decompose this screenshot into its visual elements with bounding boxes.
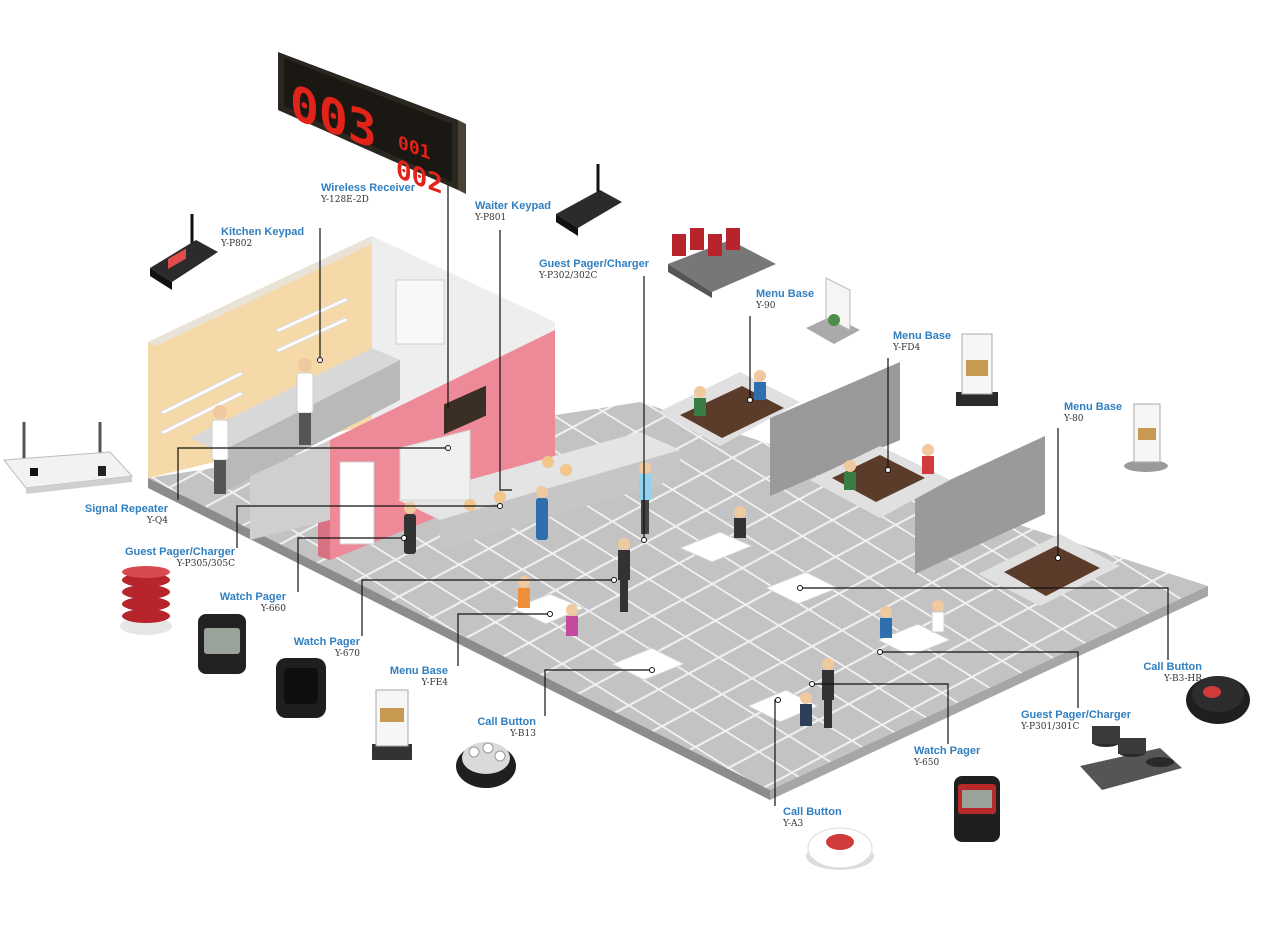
label-model: Y-660 <box>260 603 286 614</box>
guest-pager-charger-top-device <box>668 228 776 298</box>
label-model: Y-P801 <box>475 212 507 223</box>
label-watch-pager-660: Watch Pager Y-660 <box>220 591 286 614</box>
label-name: Guest Pager/Charger <box>539 258 650 270</box>
room-partitions <box>770 362 1045 574</box>
label-model: Y-P302/302C <box>539 270 598 281</box>
label-waiter-keypad: Waiter Keypad Y-P801 <box>475 200 551 223</box>
label-model: Y-FE4 <box>421 677 448 688</box>
menu-base-fe4-device <box>372 689 412 760</box>
label-model: Y-128E-2D <box>321 194 369 205</box>
menu-base-y80-device <box>1124 403 1168 472</box>
label-name: Guest Pager/Charger <box>1021 709 1132 721</box>
callout-dots <box>317 357 1061 703</box>
kitchen-chefs <box>211 358 314 494</box>
label-name: Watch Pager <box>219 591 286 603</box>
label-name: Guest Pager/Charger <box>124 546 235 558</box>
call-button-b13-device <box>456 742 516 788</box>
label-model: Y-B3-HR <box>1164 673 1202 684</box>
kitchen-shelves <box>158 297 351 435</box>
label-call-button-a3: Call Button Y-A3 <box>783 806 842 829</box>
waiter-keypad-device <box>556 164 622 236</box>
label-name: Call Button <box>1143 661 1202 673</box>
label-watch-pager-670: Watch Pager Y-670 <box>294 636 360 659</box>
label-guest-pager-left: Guest Pager/Charger Y-P305/305C <box>125 546 235 569</box>
label-call-button-b13: Call Button Y-B13 <box>477 716 536 739</box>
signal-repeater-device <box>3 422 134 494</box>
label-name: Signal Repeater <box>84 503 168 515</box>
label-name: Call Button <box>783 806 842 818</box>
label-model: Y-670 <box>334 648 360 659</box>
label-model: Y-P802 <box>221 238 253 249</box>
guest-pager-charger-left-device <box>120 566 172 635</box>
label-name: Watch Pager <box>914 745 981 757</box>
label-wireless-receiver: Wireless Receiver Y-128E-2D <box>321 182 415 205</box>
label-model: Y-650 <box>914 757 940 768</box>
label-model: Y-B13 <box>509 728 536 739</box>
label-call-button-b3-hr: Call Button Y-B3-HR <box>1143 661 1202 684</box>
label-model: Y-A3 <box>783 818 804 829</box>
label-name: Wireless Receiver <box>321 182 416 194</box>
menu-base-y90-device <box>806 277 860 344</box>
label-menu-base-y80: Menu Base Y-80 <box>1064 401 1122 424</box>
label-name: Menu Base <box>756 288 815 300</box>
label-model: Y-FD4 <box>893 342 921 353</box>
label-name: Waiter Keypad <box>475 200 552 212</box>
label-watch-pager-650: Watch Pager Y-650 <box>914 745 980 768</box>
label-name: Watch Pager <box>293 636 360 648</box>
label-name: Menu Base <box>1064 401 1123 413</box>
label-kitchen-keypad: Kitchen Keypad Y-P802 <box>221 226 304 249</box>
label-menu-base-fd4: Menu Base Y-FD4 <box>893 330 951 353</box>
diners-and-staff <box>404 370 945 728</box>
label-model: Y-80 <box>1064 413 1084 424</box>
label-model: Y-P301/301C <box>1021 721 1080 732</box>
call-button-a3-device <box>806 827 874 870</box>
watch-pager-670-device <box>276 658 326 718</box>
label-guest-pager-top: Guest Pager/Charger Y-P302/302C <box>539 258 649 281</box>
watch-pager-660-device <box>198 614 246 674</box>
guest-pager-charger-right-device <box>1080 726 1182 790</box>
label-model: Y-90 <box>756 300 776 311</box>
kitchen-room <box>148 236 555 560</box>
label-signal-repeater: Signal Repeater Y-Q4 <box>85 503 168 526</box>
label-model: Y-P305/305C <box>176 558 235 569</box>
call-button-b3-hr-device <box>1186 676 1250 724</box>
label-menu-base-fe4: Menu Base Y-FE4 <box>390 665 448 688</box>
label-name: Menu Base <box>893 330 952 342</box>
label-name: Kitchen Keypad <box>221 226 305 238</box>
label-name: Call Button <box>477 716 536 728</box>
label-menu-base-y90: Menu Base Y-90 <box>756 288 814 311</box>
label-guest-pager-right: Guest Pager/Charger Y-P301/301C <box>1021 709 1131 732</box>
led-display-receiver: 003 001 002 <box>278 52 466 201</box>
menu-base-fd4-device <box>956 333 998 406</box>
kitchen-keypad-device <box>150 214 218 290</box>
label-model: Y-Q4 <box>146 515 168 526</box>
label-name: Menu Base <box>389 665 448 677</box>
receiver-on-wall <box>444 385 486 435</box>
watch-pager-650-device <box>954 776 1000 842</box>
